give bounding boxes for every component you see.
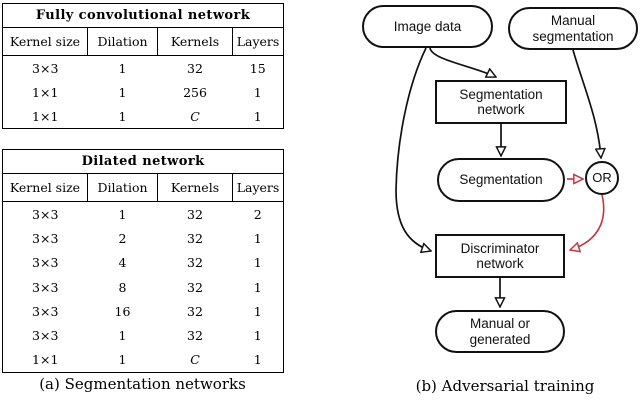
cell: 32 [187,230,203,246]
column-header: Kernel size [2,27,88,56]
table-row: 3×3 4 32 1 [3,251,284,275]
fully-convolutional-network-table: Fully convolutional network Kernel size … [2,3,285,129]
edge-manualseg-to-or [572,49,601,158]
table-header-row: Kernel size Dilation Kernels Layers [2,27,284,56]
cell: 15 [249,60,266,76]
cell: 32 [187,206,203,222]
cell: 1×1 [32,352,59,368]
cell: 1 [253,230,262,246]
cell: 1×1 [32,84,59,100]
dilated-network-table: Dilated network Kernel size Dilation Ker… [2,149,285,374]
node-label: Manual or generated [469,316,531,347]
cell: 1 [118,60,127,76]
table-row: 1×1 1 C 1 [3,104,284,129]
table-title: Fully convolutional network [2,3,284,28]
cell: 32 [187,255,203,271]
cell: 2 [253,206,262,222]
edge-or-to-discriminator [570,194,605,250]
cell: 1 [253,84,262,100]
cell: 1 [253,108,262,124]
edge-imagedata-to-discriminator [395,47,431,251]
cell: C [190,108,200,124]
cell: 1 [118,206,127,222]
table-row: 3×3 2 32 1 [3,226,284,250]
node-manual-or-generated: Manual or generated [435,310,565,353]
node-label: Segmentation network [459,86,543,117]
column-header: Dilation [87,27,158,56]
cell: 1 [253,255,262,271]
diagram-edges [395,47,640,370]
cell: C [190,352,200,368]
node-label: Manual segmentation [532,13,614,44]
column-header: Kernels [157,173,233,202]
table-header-row: Kernel size Dilation Kernels Layers [2,173,284,202]
cell: 3×3 [32,206,59,222]
column-header: Kernel size [2,173,88,202]
cell: 3×3 [32,303,59,319]
table-row: 1×1 1 C 1 [3,348,284,373]
node-segmentation-network: Segmentation network [435,80,567,124]
table-row: 3×3 1 32 1 [3,323,284,347]
table-title-row: Fully convolutional network [2,3,284,28]
node-discriminator-network: Discriminator network [435,234,565,278]
table-row: 3×3 1 32 2 [3,202,284,227]
table-title: Dilated network [2,149,284,174]
cell: 32 [187,303,203,319]
node-manual-segmentation: Manual segmentation [508,7,638,50]
cell: 4 [118,255,127,271]
edge-imagedata-to-segnetwork [429,47,496,77]
cell: 3×3 [32,255,59,271]
table-row: 3×3 8 32 1 [3,275,284,299]
cell: 8 [118,279,127,295]
table-row: 3×3 16 32 1 [3,299,284,323]
cell: 32 [187,328,203,344]
cell: 16 [114,303,131,319]
column-header: Dilation [87,173,158,202]
cell: 32 [187,279,203,295]
node-image-data: Image data [362,5,493,48]
column-header: Layers [232,173,284,202]
node-label: Discriminator network [460,240,540,271]
cell: 1 [253,303,262,319]
cell: 1×1 [32,108,59,124]
node-label: Segmentation [459,172,543,188]
cell: 1 [118,84,127,100]
node-label: Image data [393,18,462,34]
table-row: 3×3 1 32 15 [3,56,284,81]
caption-a: (a) Segmentation networks [39,375,246,393]
cell: 32 [187,60,203,76]
cell: 3×3 [32,60,59,76]
cell: 1 [253,279,262,295]
cell: 2 [118,230,127,246]
table-row: 1×1 1 256 1 [3,80,284,104]
caption-b: (b) Adversarial training [415,377,595,395]
cell: 3×3 [32,230,59,246]
cell: 3×3 [32,328,59,344]
cell: 1 [118,328,127,344]
cell: 256 [183,84,207,100]
cell: 1 [118,108,127,124]
column-header: Kernels [157,27,233,56]
cell: 1 [118,352,127,368]
node-label: OR [592,169,612,185]
adversarial-training-diagram: Image data Manual segmentation Segmentat… [340,0,640,402]
cell: 1 [253,328,262,344]
cell: 1 [253,352,262,368]
cell: 3×3 [32,279,59,295]
node-or-gate: OR [585,161,619,195]
node-segmentation: Segmentation [437,158,565,202]
table-title-row: Dilated network [2,149,284,174]
column-header: Layers [232,27,284,56]
